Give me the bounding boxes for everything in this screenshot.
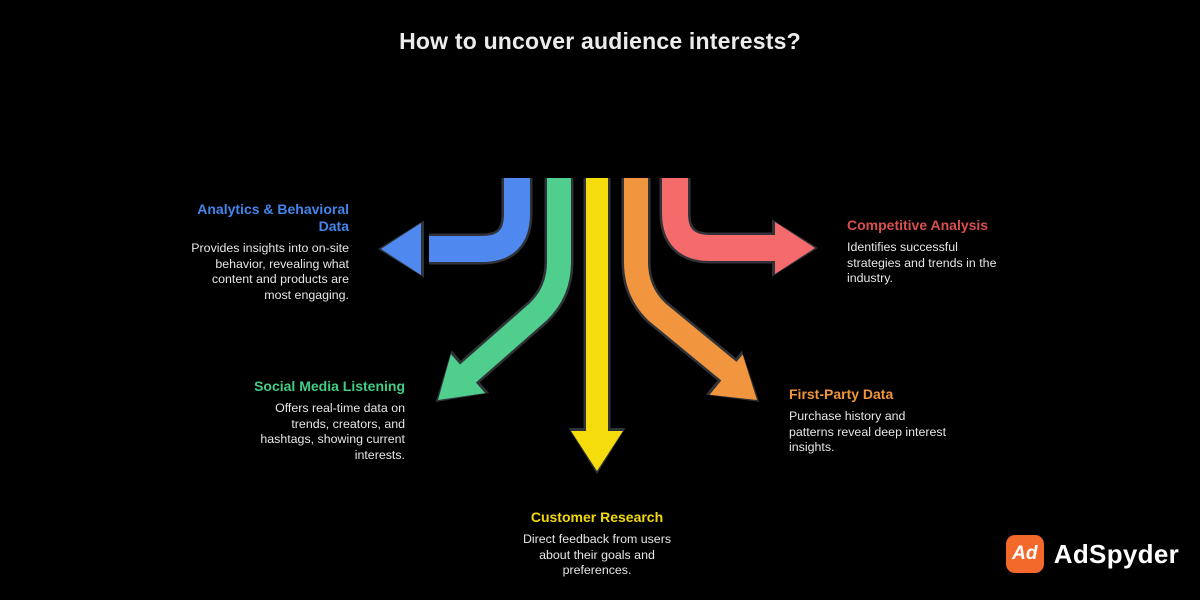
- section-first-party-data: First-Party Data Purchase history and pa…: [789, 386, 989, 456]
- section-social-media: Social Media Listening Offers real-time …: [225, 378, 405, 463]
- section-social-media-body: Offers real-time data on trends, creator…: [260, 401, 405, 462]
- arrow-competitive: [659, 178, 818, 277]
- section-customer-research-body: Direct feedback from users about their g…: [522, 532, 672, 577]
- section-competitive-analysis-body: Identifies successful strategies and tre…: [847, 240, 997, 285]
- arrow-social: [435, 178, 574, 402]
- section-customer-research-heading: Customer Research: [530, 509, 664, 525]
- arrow-customer: [568, 178, 626, 474]
- section-analytics: Analytics & Behavioral Data Provides ins…: [149, 201, 349, 303]
- arrow-firstparty: [621, 178, 760, 402]
- section-analytics-heading: Analytics & Behavioral Data: [197, 201, 349, 234]
- adspyder-logo: Ad AdSpyder: [1005, 535, 1179, 573]
- section-social-media-heading: Social Media Listening: [254, 378, 405, 394]
- section-first-party-data-body: Purchase history and patterns reveal dee…: [789, 409, 947, 454]
- section-analytics-body: Provides insights into on-site behavior,…: [191, 241, 349, 302]
- section-competitive-analysis: Competitive Analysis Identifies successf…: [847, 217, 1047, 287]
- section-competitive-analysis-heading: Competitive Analysis: [847, 217, 989, 233]
- section-customer-research: Customer Research Direct feedback from u…: [497, 509, 697, 579]
- arrow-analytics: [378, 178, 533, 278]
- section-first-party-data-heading: First-Party Data: [789, 386, 894, 402]
- adspyder-logo-icon: Ad: [1005, 535, 1044, 573]
- adspyder-logo-text: AdSpyder: [1053, 538, 1179, 569]
- page-title: How to uncover audience interests?: [399, 28, 801, 54]
